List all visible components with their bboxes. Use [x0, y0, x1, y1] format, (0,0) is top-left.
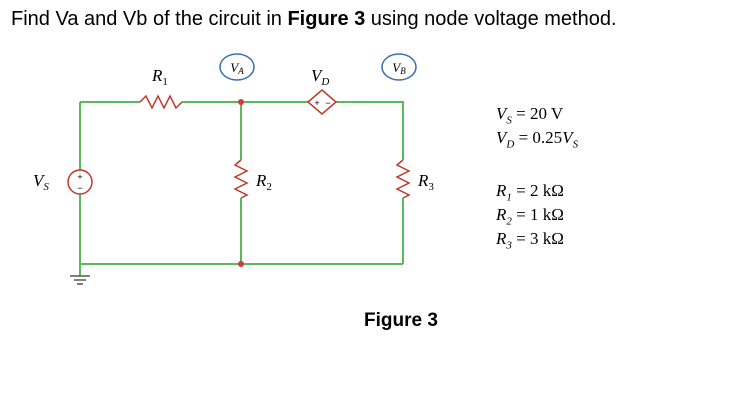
r3-label: R3 — [417, 171, 434, 193]
source-minus-sign: − — [77, 183, 82, 193]
node-bottom-middle-dot — [238, 261, 244, 267]
vs-label: VS — [33, 171, 49, 193]
r1-resistor — [139, 94, 183, 110]
source-plus-sign: + — [77, 172, 82, 182]
node-b-bubble — [381, 53, 417, 81]
ground-icon — [70, 275, 90, 285]
node-a-bubble — [219, 53, 255, 81]
junction-nodes — [238, 99, 244, 267]
given-r3: R3 = 3 kΩ — [496, 229, 564, 252]
r1-label: R1 — [151, 66, 168, 88]
given-r2: R2 = 1 kΩ — [496, 205, 564, 228]
given-vs: VS = 20 V — [496, 104, 564, 127]
voltage-source-icon — [67, 169, 93, 195]
node-b-label: VB — [392, 60, 406, 76]
question-part-1: Find Va and Vb of the circuit in — [11, 8, 288, 30]
question-part-2: using node voltage method. — [365, 8, 617, 30]
vd-label: VD — [311, 66, 329, 88]
r3-resistor — [395, 159, 411, 199]
given-vd: VD = 0.25VS — [496, 128, 579, 151]
node-a-label: VA — [230, 60, 244, 76]
figure-caption: Figure 3 — [364, 310, 438, 331]
dependent-source-icon — [306, 89, 338, 115]
dep-plus-sign: + — [314, 98, 319, 108]
circuit-wires — [79, 101, 404, 276]
dep-minus-sign: − — [325, 98, 330, 108]
node-a-dot — [238, 99, 244, 105]
top-wire — [80, 101, 404, 160]
given-r1: R1 = 2 kΩ — [496, 181, 564, 204]
r2-resistor — [233, 159, 249, 199]
question-text: Find Va and Vb of the circuit in Figure … — [11, 8, 617, 31]
figure-reference: Figure 3 — [287, 8, 366, 30]
r2-label: R2 — [255, 171, 272, 193]
